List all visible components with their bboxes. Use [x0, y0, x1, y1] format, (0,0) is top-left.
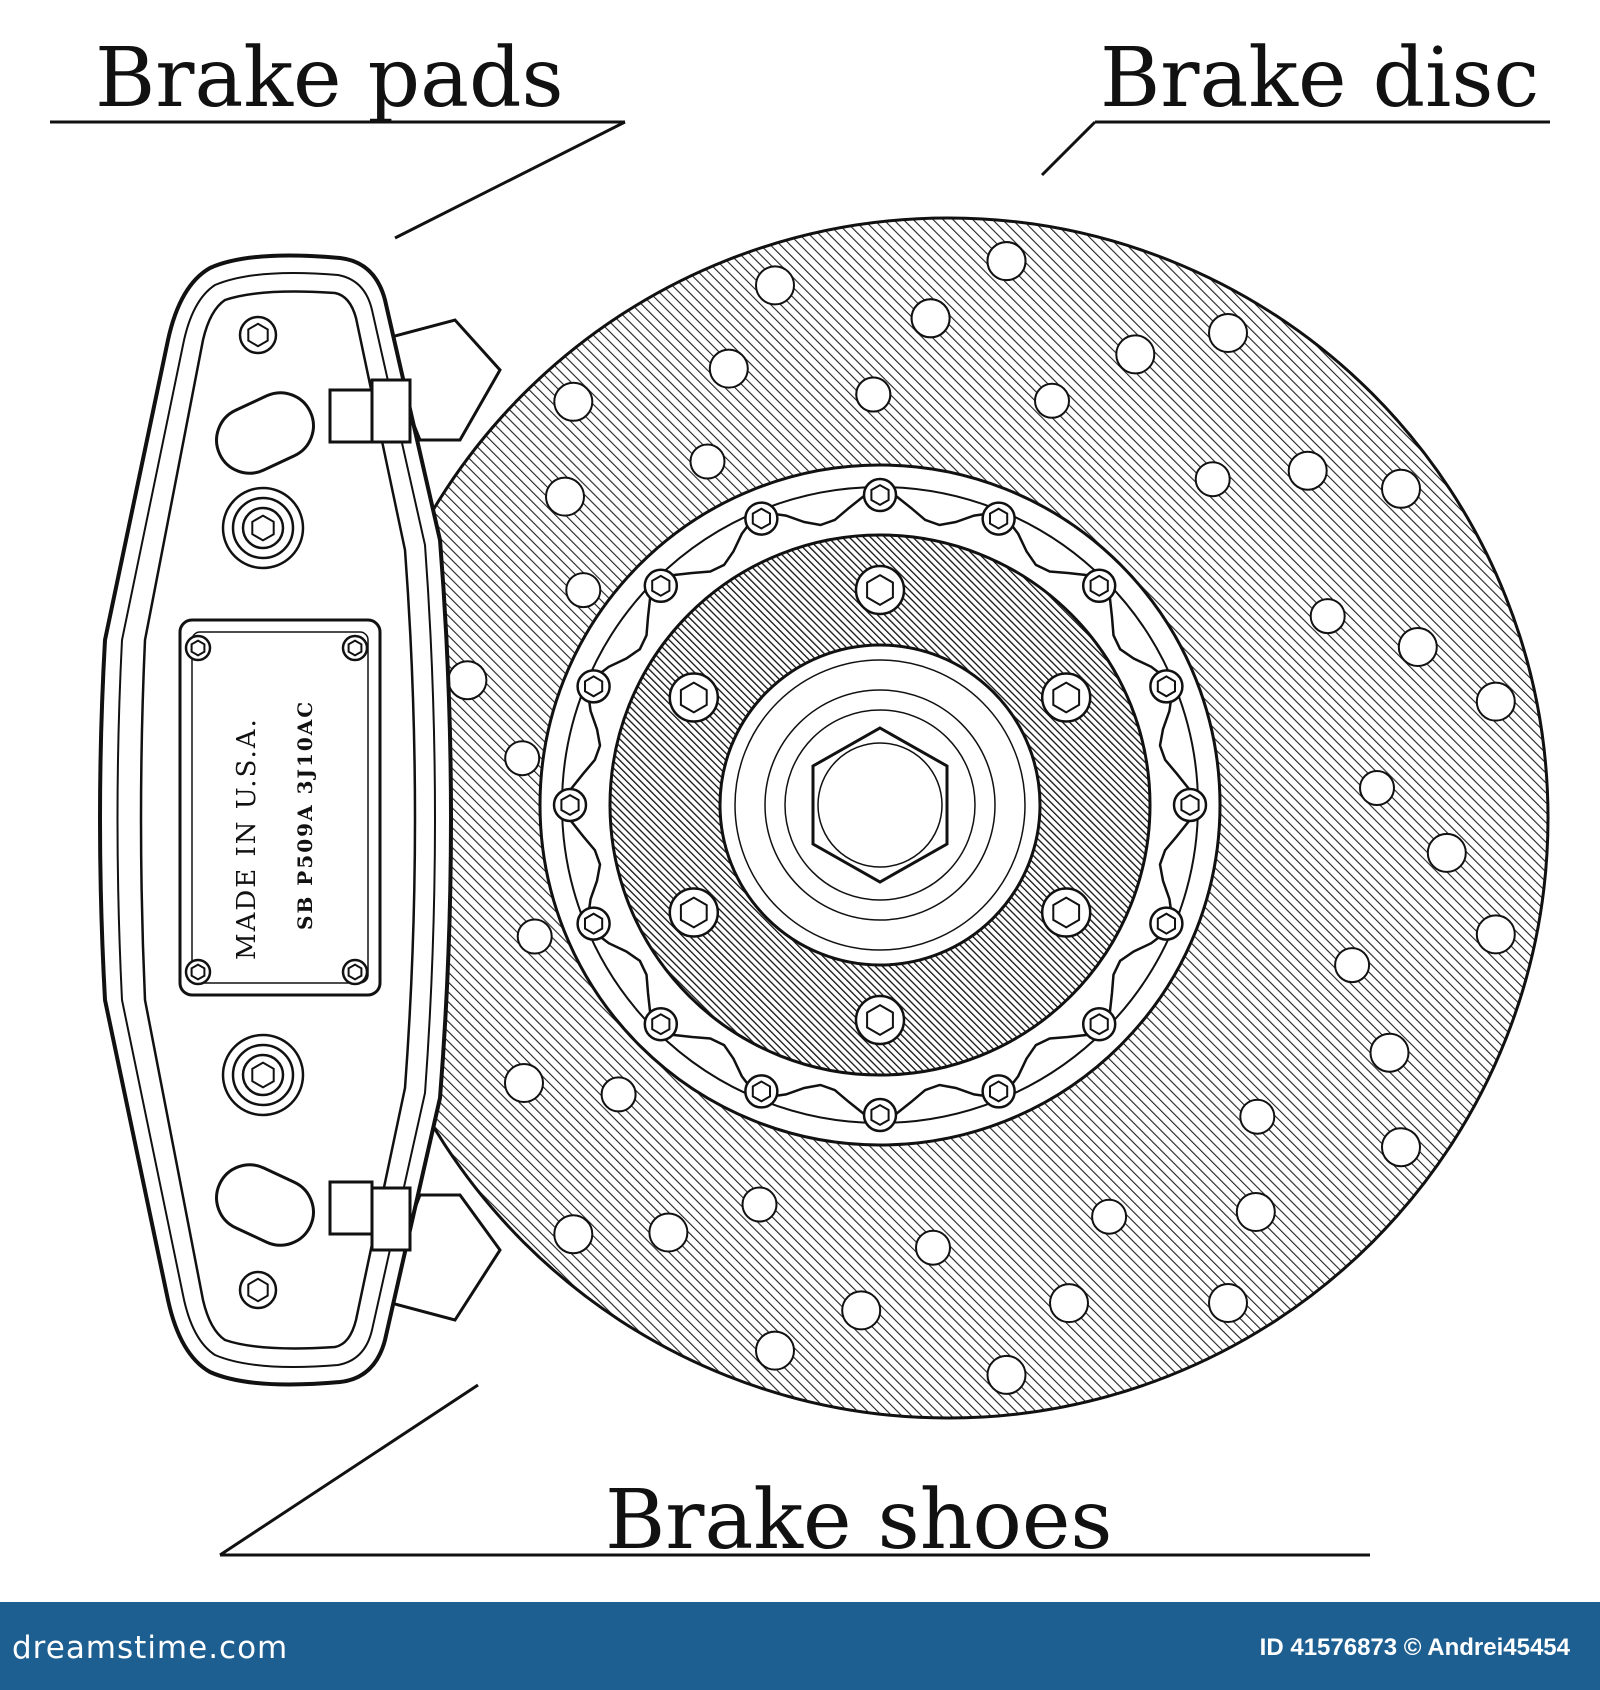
bolt-icon — [552, 787, 588, 823]
disc-hole — [516, 918, 553, 955]
disc-hole — [553, 381, 594, 422]
disc-hole — [1426, 832, 1467, 873]
bolt-icon — [854, 994, 906, 1046]
disc-hole — [855, 376, 892, 413]
disc-hole — [600, 1076, 637, 1113]
bolt-icon — [1081, 1006, 1117, 1042]
disc-hole — [841, 1290, 882, 1331]
bolt-icon — [981, 501, 1016, 536]
disc-hole — [1381, 468, 1421, 509]
disc-hole — [553, 1214, 594, 1255]
disc-hole — [1369, 1032, 1410, 1073]
bolt-icon — [668, 887, 720, 938]
disc-hole — [1034, 382, 1070, 419]
bolt-icon — [1149, 906, 1184, 941]
leader-lines — [50, 120, 1550, 1557]
bolt-icon — [862, 1097, 898, 1133]
bolt-icon — [1040, 672, 1092, 723]
bolt-icon — [1172, 787, 1208, 823]
bolt-icon — [184, 958, 212, 986]
disc-hole — [689, 443, 726, 480]
disc-hole — [565, 572, 602, 609]
bolt-icon — [668, 672, 720, 723]
disc-hole — [1287, 450, 1328, 491]
disc-hole — [986, 241, 1027, 282]
disc-hole — [755, 1330, 795, 1371]
brake-diagram — [50, 120, 1550, 1557]
disc-hole — [504, 740, 541, 777]
disc-hole — [447, 660, 488, 701]
bolt-icon — [862, 477, 898, 513]
bolt-icon — [744, 1074, 779, 1109]
disc-hole — [910, 298, 951, 339]
disc-hole — [648, 1212, 689, 1253]
disc-hole — [504, 1063, 544, 1103]
caliper-bolts — [184, 315, 369, 1310]
disc-hole — [1381, 1127, 1421, 1168]
shoes-leader — [219, 1383, 479, 1557]
label-brake-disc: Brake disc — [1100, 31, 1540, 126]
footer-brand[interactable]: dreamstime.com — [12, 1630, 289, 1666]
disc-hole — [545, 476, 585, 517]
hub-bolts — [552, 477, 1208, 1133]
bolt-icon — [341, 634, 369, 662]
disc-hole — [1115, 334, 1156, 375]
bolt-icon — [744, 501, 779, 536]
disc-hole — [1194, 461, 1231, 498]
disc-hole — [1091, 1198, 1128, 1235]
footer-id: ID 41576873 © Andrei45454 — [1259, 1634, 1570, 1661]
plate-text-code: SB P509A 3J10AC — [293, 699, 317, 930]
disc-hole — [1475, 681, 1516, 722]
bolt-icon — [238, 315, 278, 355]
bolt-icon — [238, 1270, 278, 1310]
bolt-icon — [241, 506, 285, 550]
disc-holes — [447, 241, 1516, 1395]
disc-hole — [986, 1354, 1027, 1395]
bolt-icon — [643, 1006, 679, 1042]
bolt-icon — [576, 906, 611, 941]
bolt-icon — [341, 958, 369, 986]
disc-leader — [1040, 120, 1097, 177]
disc-hole — [1359, 770, 1395, 806]
disc-hole — [755, 265, 795, 306]
bolt-icon — [1081, 568, 1117, 604]
bolt-icon — [981, 1074, 1016, 1109]
disc-hole — [915, 1229, 951, 1266]
pads-leader — [394, 120, 626, 240]
bolt-icon — [854, 564, 906, 616]
brake-caliper — [98, 253, 453, 1387]
hub — [538, 463, 1222, 1147]
disc-hole — [1397, 627, 1438, 667]
footer-bar: dreamstime.com ID 41576873 © Andrei45454 — [0, 1602, 1600, 1690]
label-brake-shoes: Brake shoes — [605, 1473, 1113, 1568]
disc-hole — [741, 1186, 778, 1223]
bolt-icon — [184, 634, 212, 662]
bolt-icon — [643, 568, 679, 604]
disc-hole — [1239, 1098, 1276, 1135]
bolt-icon — [576, 669, 611, 704]
disc-hole — [1208, 313, 1248, 353]
disc-hole — [708, 348, 749, 389]
disc-hole — [1208, 1283, 1248, 1323]
bolt-icon — [241, 1053, 285, 1097]
bolt-icon — [1149, 669, 1184, 704]
label-brake-pads: Brake pads — [95, 31, 564, 126]
plate-text-origin: MADE IN U.S.A. — [232, 717, 262, 960]
disc-hole — [1334, 947, 1371, 984]
disc-hole — [1235, 1192, 1276, 1232]
bolt-icon — [1040, 887, 1092, 938]
disc-hole — [1309, 598, 1346, 635]
disc-hole — [1049, 1283, 1089, 1324]
disc-hole — [1475, 914, 1516, 955]
